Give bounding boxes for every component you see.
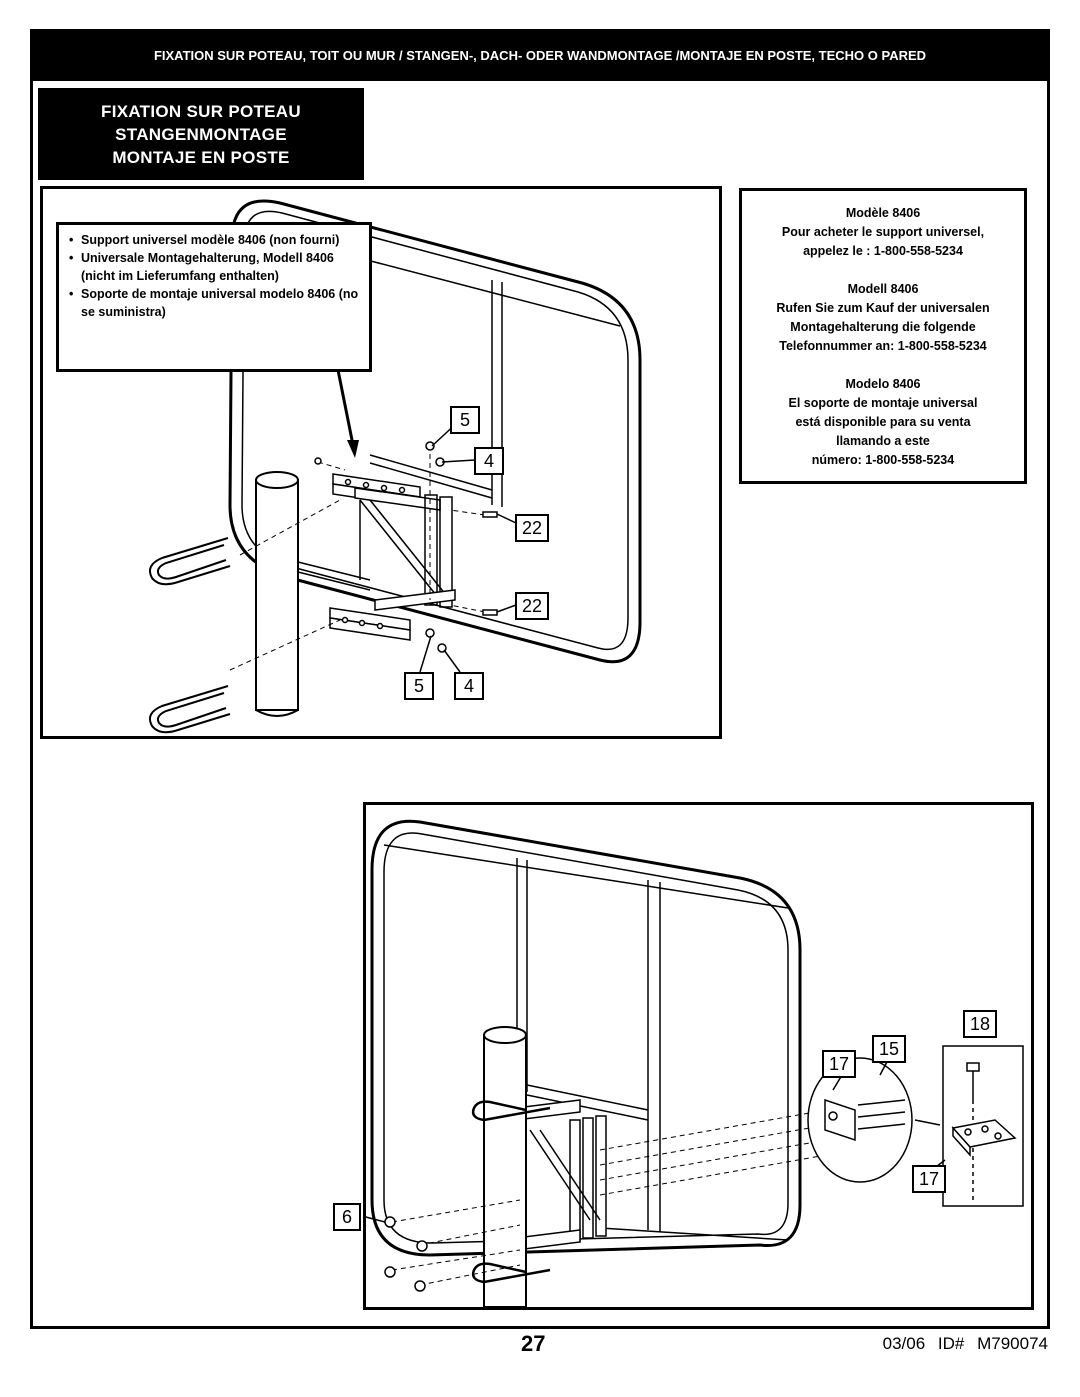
document-id: M790074 [977, 1334, 1048, 1353]
info-fr-title: Modèle 8406 [845, 206, 921, 220]
u-bolt-upper [149, 537, 231, 586]
info-es-title: Modelo 8406 [845, 377, 921, 391]
info-es-line1: El soporte de montaje universal [788, 396, 978, 410]
info-de-line1: Rufen Sie zum Kauf der universalen [776, 301, 990, 315]
u-bolt-lower [149, 685, 231, 734]
page-number: 27 [521, 1331, 546, 1356]
info-fr-line1: Pour acheter le support universel, [781, 225, 985, 239]
pole-bottom [483, 1026, 527, 1307]
part-label-4-upper: 4 [474, 447, 504, 475]
pole [255, 471, 299, 717]
part-label-17-lower: 17 [912, 1165, 946, 1193]
section-title: FIXATION SUR POTEAU STANGENMONTAGE MONTA… [38, 88, 364, 180]
callout-item-es: Soporte de montaje universal modelo 8406… [67, 285, 361, 321]
detail-zoom [807, 1057, 913, 1183]
part-label-4-lower: 4 [454, 672, 484, 700]
title-de: STANGENMONTAGE [115, 124, 287, 144]
header-banner: FIXATION SUR POTEAU, TOIT OU MUR / STANG… [30, 29, 1050, 81]
u-bolts-bottom [471, 1100, 551, 1284]
part-label-15: 15 [872, 1035, 906, 1063]
part-label-22-upper: 22 [515, 514, 549, 542]
universal-mount-callout: Support universel modèle 8406 (non fourn… [56, 222, 372, 372]
callout-item-de: Universale Montagehalterung, Modell 8406… [67, 249, 361, 285]
id-label: ID# [937, 1334, 965, 1353]
pole-mount-diagram [366, 819, 1024, 1307]
info-de-line2: Montagehalterung die folgende [790, 320, 976, 334]
title-es: MONTAJE EN POSTE [112, 147, 290, 167]
part-label-6: 6 [333, 1203, 361, 1231]
bracket-detail [914, 1045, 1024, 1207]
part-label-5-upper: 5 [450, 406, 480, 434]
info-de-title: Modell 8406 [847, 282, 919, 296]
nuts [384, 1216, 428, 1292]
part-label-22-lower: 22 [515, 592, 549, 620]
part-label-5-lower: 5 [404, 672, 434, 700]
revision-date: 03/06 [882, 1334, 926, 1353]
info-de-line3: Telefonnummer an: 1-800-558-5234 [779, 339, 987, 353]
callout-item-fr: Support universel modèle 8406 (non fourn… [67, 231, 361, 249]
bracket-assembly-diagram [149, 199, 642, 734]
part-label-18: 18 [963, 1010, 997, 1038]
info-es-line4: número: 1-800-558-5234 [811, 453, 955, 467]
info-fr-line2: appelez le : 1-800-558-5234 [803, 244, 963, 258]
title-fr: FIXATION SUR POTEAU [101, 101, 301, 121]
info-es-line2: está disponible para su venta [795, 415, 971, 429]
upper-bracket [332, 473, 441, 511]
header-banner-text: FIXATION SUR POTEAU, TOIT OU MUR / STANG… [153, 47, 927, 63]
document-meta: 03/06 ID# M790074 [883, 1334, 1048, 1354]
brace-structure [359, 494, 453, 608]
part-label-17-upper: 17 [822, 1050, 856, 1078]
info-es-line3: llamando a este [836, 434, 930, 448]
backboard-frame-bottom-inner [383, 832, 789, 1244]
lower-bracket [329, 589, 456, 641]
backboard-frame-bottom [370, 819, 802, 1257]
ordering-info-box: Modèle 8406 Pour acheter le support univ… [739, 188, 1027, 484]
bottom-diagram-panel [363, 802, 1034, 1310]
